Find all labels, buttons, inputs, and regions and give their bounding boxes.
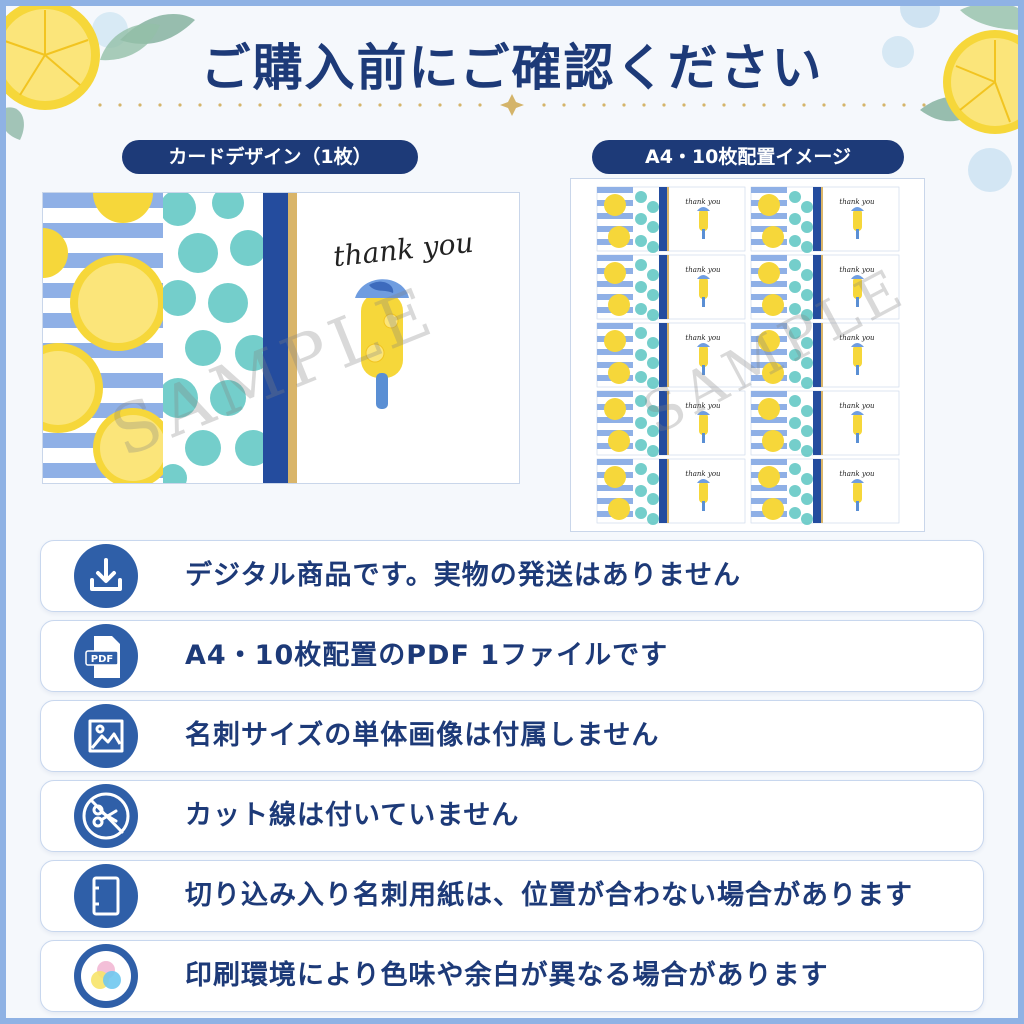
mini-card: thank you — [596, 322, 746, 389]
mini-card: thank you — [596, 390, 746, 457]
notice-row-image: 名刺サイズの単体画像は付属しません — [40, 700, 984, 772]
notice-text: カット線は付いていません — [185, 800, 520, 831]
notice-text: 切り込み入り名刺用紙は、位置が合わない場合があります — [185, 880, 913, 911]
a4-sheet-preview: thank you thank you thank you thank you than… — [570, 178, 925, 532]
notice-row-digital: デジタル商品です。実物の発送はありません — [40, 540, 984, 612]
mini-card: thank you — [596, 458, 746, 525]
color-circles-icon — [74, 944, 138, 1008]
card-artwork — [43, 193, 519, 483]
notice-row-cut-line: カット線は付いていません — [40, 780, 984, 852]
notice-text: デジタル商品です。実物の発送はありません — [185, 560, 741, 591]
mini-card-script-text: thank you — [839, 334, 875, 342]
mini-card: thank you — [596, 254, 746, 321]
mini-card: thank you — [596, 186, 746, 253]
mini-card-script-text: thank you — [839, 266, 875, 274]
mini-card: thank you — [750, 458, 900, 525]
mini-card-script-text: thank you — [839, 402, 875, 410]
card-design-label: カードデザイン（1枚） — [122, 140, 418, 174]
page-title: ご購入前にご確認ください — [200, 39, 824, 97]
popsicle-illustration — [355, 279, 409, 409]
notice-row-color: 印刷環境により色味や余白が異なる場合があります — [40, 940, 984, 1012]
mini-card-script-text: thank you — [685, 470, 721, 478]
card-design-preview: thank you SAMPLE — [42, 192, 520, 484]
image-icon — [74, 704, 138, 768]
title-divider — [98, 94, 926, 116]
pdf-file-icon: PDF — [74, 624, 138, 688]
notice-text: 印刷環境により色味や余白が異なる場合があります — [185, 960, 829, 991]
mini-card-script-text: thank you — [685, 198, 721, 206]
notice-row-pdf: PDF A4・10枚配置のPDF 1ファイルです — [40, 620, 984, 692]
mini-card-script-text: thank you — [839, 470, 875, 478]
notice-text: A4・10枚配置のPDF 1ファイルです — [185, 640, 669, 671]
mini-card: thank you — [750, 390, 900, 457]
mini-card-script-text: thank you — [839, 198, 875, 206]
notice-row-card-paper: 切り込み入り名刺用紙は、位置が合わない場合があります — [40, 860, 984, 932]
mini-card: thank you — [750, 322, 900, 389]
a4-layout-label: A4・10枚配置イメージ — [592, 140, 904, 174]
mini-card-script-text: thank you — [685, 266, 721, 274]
business-card-paper-icon — [74, 864, 138, 928]
mini-card: thank you — [750, 254, 900, 321]
a4-sheet-artwork: thank you thank you thank you thank you than… — [596, 186, 900, 525]
download-icon — [74, 544, 138, 608]
notice-text: 名刺サイズの単体画像は付属しません — [185, 720, 660, 751]
mini-card: thank you — [750, 186, 900, 253]
mini-card-script-text: thank you — [685, 334, 721, 342]
lemon-leaf-decoration-right — [882, 0, 1024, 192]
no-scissors-icon — [74, 784, 138, 848]
mini-card-script-text: thank you — [685, 402, 721, 410]
svg-text:PDF: PDF — [91, 654, 113, 665]
